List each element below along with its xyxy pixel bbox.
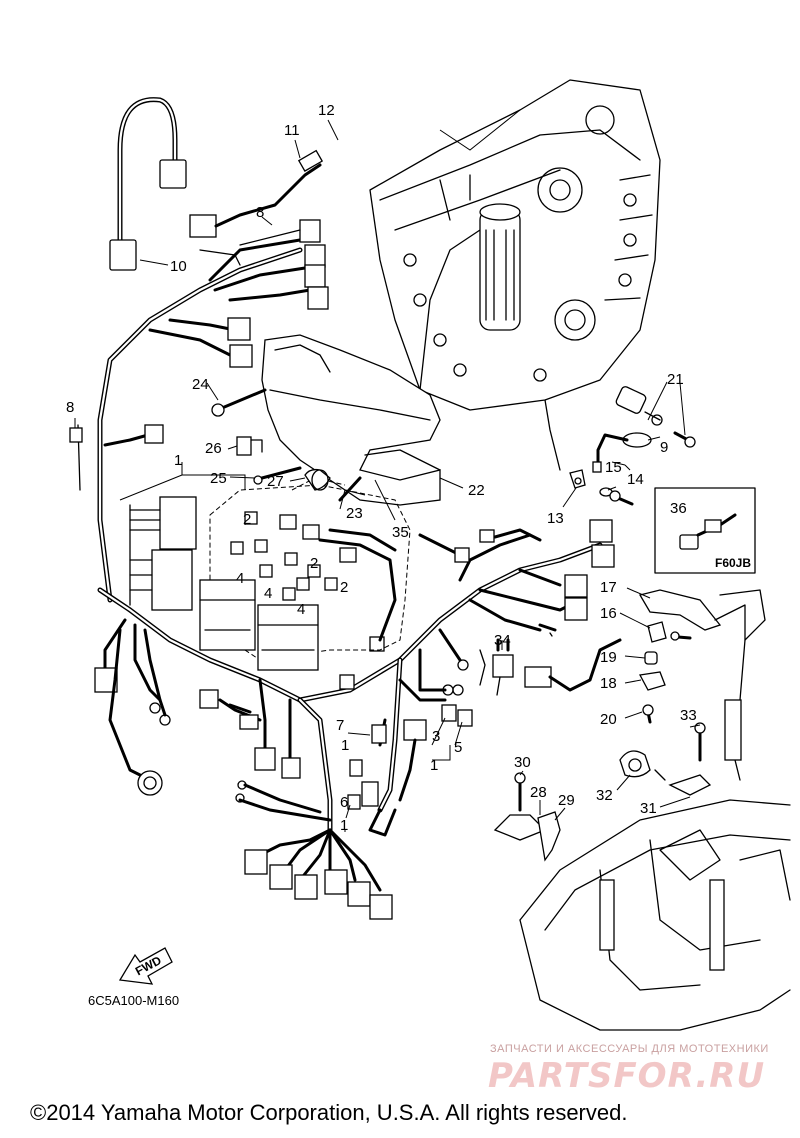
callout-labels: 1 1 1 1 2 2 2 3 4 4 4 5 6 7 8 8 9 10 11 … (66, 102, 751, 978)
callout-2b: 2 (310, 555, 318, 572)
callout-1b: 1 (341, 737, 349, 754)
fwd-arrow (118, 947, 173, 985)
callout-24: 24 (192, 376, 209, 393)
callout-2c: 2 (340, 579, 348, 596)
diagram-code: 6C5A100-M160 (88, 993, 180, 1008)
callout-1a: 1 (174, 452, 182, 469)
callout-7: 7 (336, 717, 344, 734)
callout-8a: 8 (256, 204, 264, 221)
callout-3: 3 (432, 728, 440, 745)
callout-29: 29 (558, 792, 575, 809)
callout-11: 11 (284, 122, 300, 139)
callout-28: 28 (530, 784, 547, 801)
engine-block (369, 79, 661, 471)
leader-lines (74, 119, 701, 832)
callout-1d: 1 (340, 817, 348, 834)
callout-13: 13 (547, 510, 564, 527)
lower-bracket (519, 799, 791, 1031)
callout-19: 19 (600, 649, 617, 666)
callout-12: 12 (318, 102, 335, 119)
callout-23: 23 (346, 505, 363, 522)
callout-14: 14 (627, 471, 644, 488)
callout-15: 15 (605, 459, 622, 476)
callout-32: 32 (596, 787, 613, 804)
inset-box (654, 487, 756, 574)
callout-35: 35 (392, 524, 409, 541)
callout-10: 10 (170, 258, 187, 275)
callout-1c: 1 (430, 757, 438, 774)
callout-16: 16 (600, 605, 617, 622)
callout-2a: 2 (243, 511, 251, 528)
small-parts (211, 388, 366, 502)
callout-26: 26 (205, 440, 222, 457)
main-harness (94, 519, 622, 920)
callout-31: 31 (640, 800, 657, 817)
callout-22: 22 (468, 482, 485, 499)
callout-6: 6 (340, 794, 348, 811)
callout-18: 18 (600, 675, 617, 692)
callout-21: 21 (667, 371, 684, 388)
upper-harness (69, 97, 329, 603)
watermark-logo: PARTSFOR.RU (488, 1056, 766, 1096)
callout-30: 30 (514, 754, 531, 771)
callout-8b: 8 (66, 399, 74, 416)
callout-33: 33 (680, 707, 697, 724)
callout-36: 36 (670, 500, 687, 517)
callout-4b: 4 (264, 585, 272, 602)
sensor-parts (569, 386, 696, 506)
cdi-group (129, 477, 411, 671)
callout-4a: 4 (236, 570, 244, 587)
callout-9: 9 (660, 439, 668, 456)
watermark-text: ЗАПЧАСТИ И АКСЕССУАРЫ ДЛЯ МОТОТЕХНИКИ (490, 1043, 769, 1055)
copyright-notice: ©2014 Yamaha Motor Corporation, U.S.A. A… (30, 1100, 628, 1125)
cover-22 (261, 334, 441, 506)
callout-5: 5 (454, 739, 462, 756)
callout-25: 25 (210, 470, 227, 487)
callout-27: 27 (267, 473, 284, 490)
callout-34: 34 (494, 632, 511, 649)
inset-label: F60JB (715, 556, 751, 570)
callout-20: 20 (600, 711, 617, 728)
callout-4c: 4 (297, 601, 305, 618)
callout-17: 17 (600, 579, 617, 596)
bracket-parts (479, 589, 766, 862)
